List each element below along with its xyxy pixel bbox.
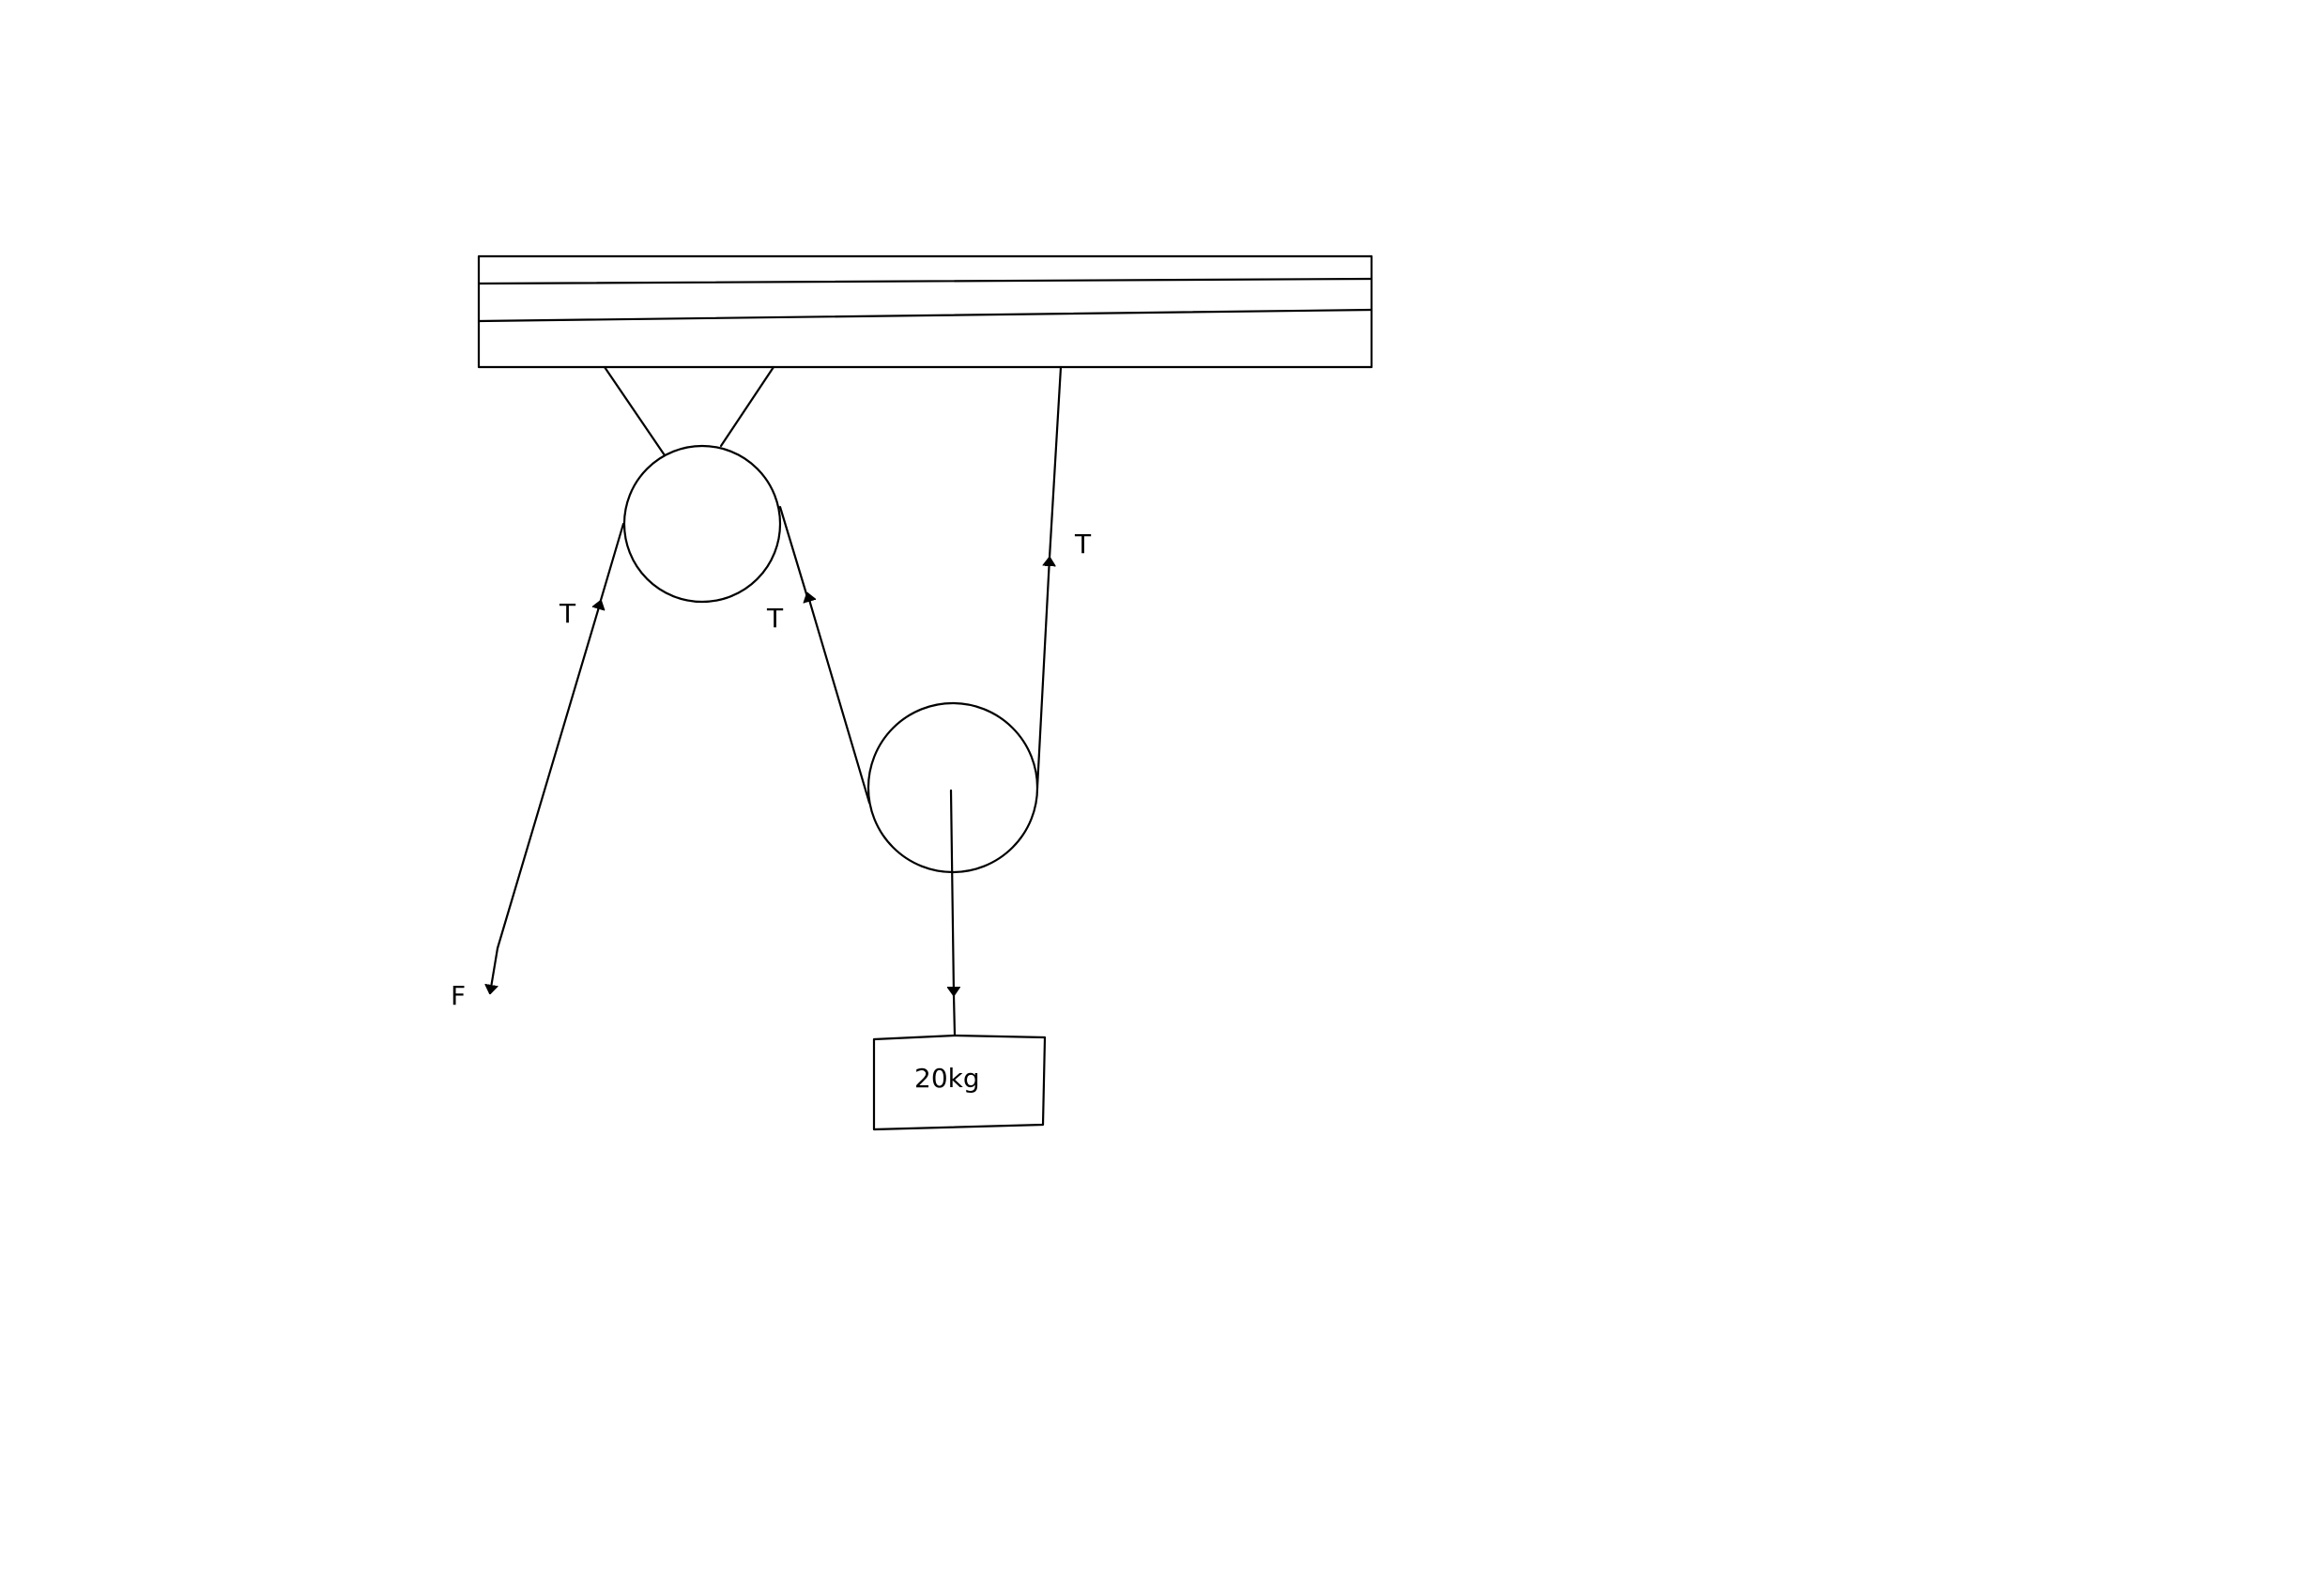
- weight-arrow: [951, 789, 954, 997]
- fixed-pulley: [622, 444, 782, 604]
- mass-block: [872, 1034, 1047, 1131]
- rope-right-segment: [1035, 365, 1063, 790]
- mass-label: 20kg: [914, 1063, 980, 1094]
- tension-arrow-middle: [807, 593, 871, 805]
- tension-arrow-left: [496, 601, 601, 950]
- rope-middle-upper: [778, 505, 809, 599]
- movable-pulley: [866, 701, 1039, 874]
- rope-pull-segment: [490, 522, 625, 993]
- hanger-right-strap: [719, 365, 775, 448]
- rope-pull-upper: [597, 522, 625, 608]
- force-label: F: [451, 980, 466, 1011]
- tension-label-middle: T: [766, 603, 784, 634]
- tension-label-left: T: [559, 598, 576, 629]
- tension-label-right: T: [1074, 529, 1092, 560]
- mass-hook: [952, 993, 957, 1037]
- force-arrow-f: [490, 946, 499, 993]
- tension-arrow-right: [1035, 558, 1050, 790]
- ceiling-support: [477, 254, 1373, 369]
- ceiling-stripe-upper: [477, 277, 1373, 285]
- weight-line: [951, 789, 957, 1037]
- rope-right-upper: [1048, 365, 1063, 560]
- rope-middle-segment: [778, 505, 871, 805]
- ceiling-frame: [477, 254, 1373, 369]
- ceiling-stripe-lower: [477, 308, 1373, 323]
- hanger-left-strap: [603, 365, 667, 457]
- fixed-pulley-hanger: [603, 365, 775, 457]
